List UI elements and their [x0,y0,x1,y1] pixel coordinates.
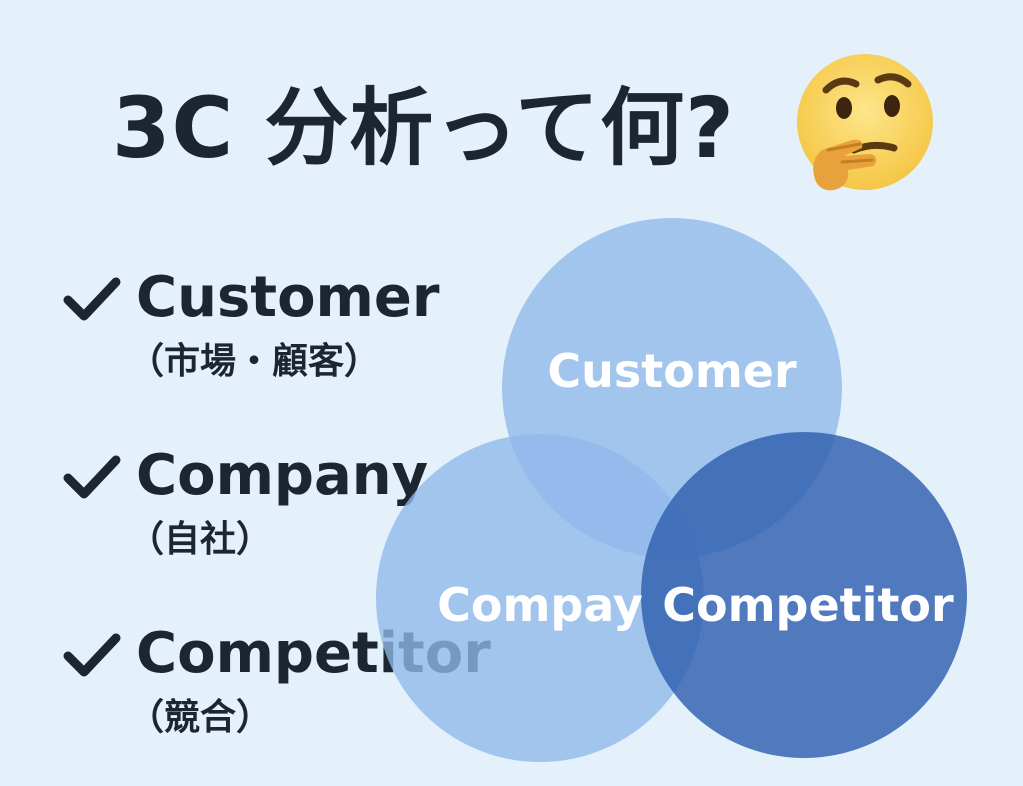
venn-diagram: Customer Compay Competitor [376,218,967,762]
title-row: 3C 分析って何? [0,70,1023,190]
check-item-subtitle: （市場・顧客） [128,341,381,382]
page-title: 3C 分析って何? [112,79,735,177]
checkmark-icon [63,633,121,677]
checkmark-icon [63,277,121,321]
checkmark-icon [63,455,121,499]
venn-label-competitor: Competitor [662,578,954,632]
venn-label-company: Compay [437,578,643,632]
venn-label-customer: Customer [547,344,797,398]
check-item-title: Company [136,443,429,508]
check-item-subtitle: （自社） [128,519,273,560]
check-item-company: Company （自社） [62,440,462,570]
check-item-subtitle: （競合） [128,697,273,738]
check-item-customer: Customer （市場・顧客） [62,262,462,392]
venn-circle-company [376,434,704,762]
thinking-face-icon [797,54,933,191]
check-item-title: Customer [136,265,440,330]
venn-circle-competitor [641,432,967,758]
